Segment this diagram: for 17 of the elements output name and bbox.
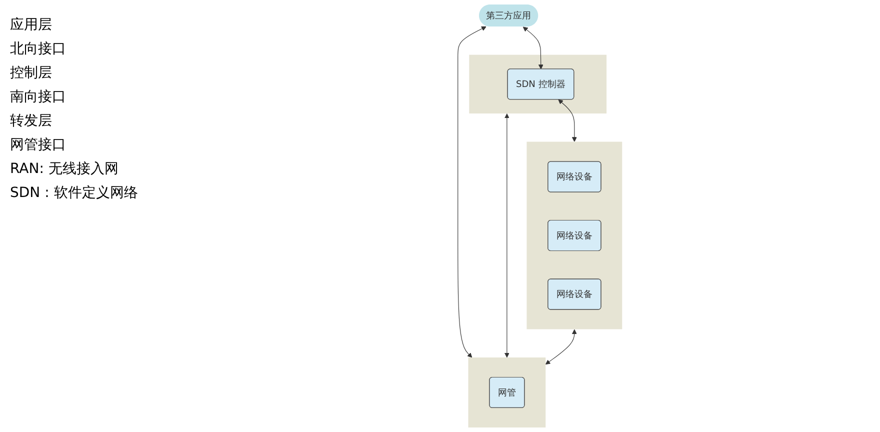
label-text: 南向接口: [10, 88, 67, 106]
arrow: [558, 99, 577, 142]
label-text: 控制层: [10, 64, 53, 82]
label-text: 北向接口: [10, 40, 67, 58]
cluster: [469, 54, 607, 114]
arrow: [458, 26, 486, 358]
label-text: 转发层: [10, 112, 53, 130]
arrow: [545, 329, 577, 365]
label-text: RAN: 无线接入网: [10, 160, 120, 178]
cluster: [526, 142, 622, 330]
arrow: [522, 26, 544, 70]
arrow: [504, 114, 510, 358]
node-box: 第三方应用: [478, 4, 538, 27]
cluster: [468, 357, 546, 428]
label-text: 网管接口: [10, 136, 67, 154]
label-text: 应用层: [10, 16, 53, 34]
label-text: SDN : 软件定义网络: [10, 184, 139, 202]
